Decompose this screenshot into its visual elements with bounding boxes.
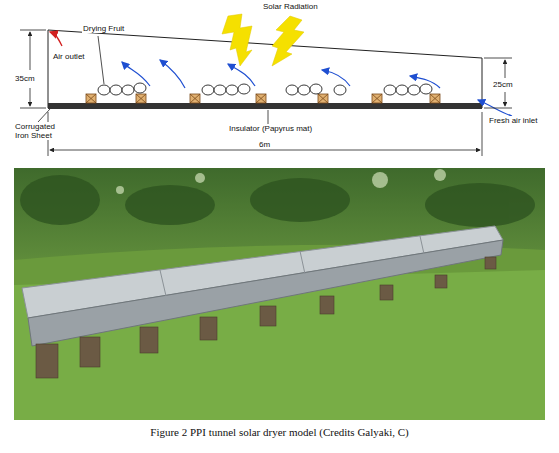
diagram-label: Insulator (Papyrus mat) (228, 124, 313, 133)
diagram-label: Corrugated Iron Sheet (14, 122, 72, 140)
diagram-label: Fresh air inlet (488, 116, 550, 125)
diagram-label: Drying Fruit (82, 24, 125, 33)
diagram-label: 6m (258, 140, 271, 149)
diagram-label: Air outlet (52, 52, 86, 61)
diagram-label: Solar Radiation (262, 2, 319, 11)
diagram-label: 25cm (492, 80, 514, 89)
figure-caption: Figure 2 PPI tunnel solar dryer model (C… (0, 426, 559, 438)
diagram-label: 35cm (14, 74, 36, 83)
